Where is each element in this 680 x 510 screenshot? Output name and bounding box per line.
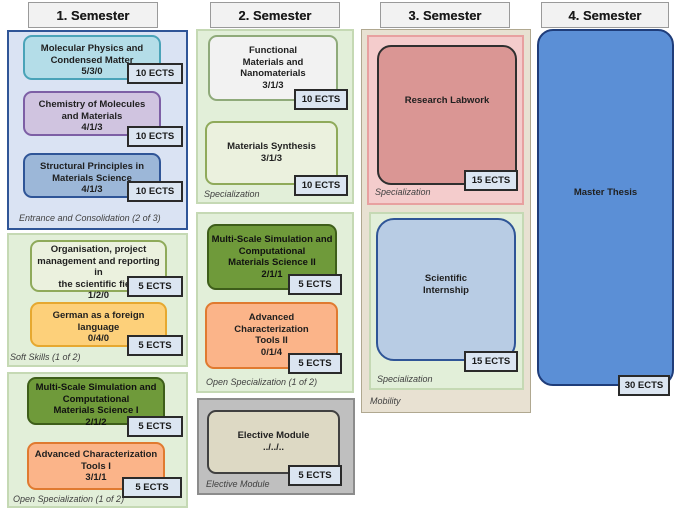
module-title: Master Thesis — [573, 187, 638, 198]
module-title: Advanced Characterization Tools II — [234, 312, 309, 347]
module-title: Research Labwork — [404, 95, 490, 106]
semester-4-header: 4. Semester — [541, 2, 669, 28]
ects-badge: 15 ECTS — [464, 351, 518, 372]
module-hours: 4/1/3 — [81, 184, 103, 196]
module-hours: 3/1/3 — [260, 152, 283, 164]
module-hours: 3/1/1 — [85, 472, 107, 484]
module-title: Scientific Internship — [423, 273, 469, 296]
group-label-specialization-s2: Specialization — [204, 189, 260, 199]
module-title: Functional Materials and Nanomaterials — [240, 45, 306, 80]
module-title: Advanced Characterization Tools I — [34, 449, 158, 472]
semester-1-header: 1. Semester — [28, 2, 158, 28]
group-label-elective: Elective Module — [206, 479, 270, 489]
module-hours: 2/1/2 — [85, 416, 107, 428]
ects-badge: 10 ECTS — [294, 89, 348, 110]
ects-badge: 10 ECTS — [127, 63, 183, 84]
ects-badge: 10 ECTS — [294, 175, 348, 196]
module-multiscale-simulation-1[interactable]: Multi-Scale Simulation and Computational… — [27, 377, 165, 428]
module-molecular-physics[interactable]: Molecular Physics and Condensed Matter 5… — [23, 35, 161, 80]
ects-badge: 15 ECTS — [464, 170, 518, 191]
ects-badge: 5 ECTS — [127, 335, 183, 356]
semester-3-header: 3. Semester — [380, 2, 510, 28]
group-label-open-spec-1: Open Specialization (1 of 2) — [13, 494, 125, 504]
ects-badge: 10 ECTS — [127, 126, 183, 147]
semester-2-header: 2. Semester — [210, 2, 340, 28]
module-functional-materials[interactable]: Functional Materials and Nanomaterials 3… — [208, 35, 338, 101]
module-hours: 0/4/0 — [87, 333, 110, 345]
module-title: German as a foreign language — [52, 310, 145, 333]
ects-badge: 5 ECTS — [288, 274, 342, 295]
ects-badge: 5 ECTS — [127, 276, 183, 297]
module-title: Elective Module — [237, 430, 310, 441]
module-title: Structural Principles in Materials Scien… — [40, 161, 144, 184]
group-label-open-spec-2: Open Specialization (1 of 2) — [206, 377, 318, 387]
group-label-soft-skills: Soft Skills (1 of 2) — [10, 352, 81, 362]
module-materials-synthesis[interactable]: Materials Synthesis 3/1/3 — [205, 121, 338, 185]
ects-badge: 30 ECTS — [618, 375, 670, 396]
ects-badge: 10 ECTS — [127, 181, 183, 202]
group-label-entrance: Entrance and Consolidation (2 of 3) — [19, 213, 161, 223]
module-research-labwork[interactable]: Research Labwork — [377, 45, 517, 185]
module-hours: 5/3/0 — [81, 66, 103, 78]
ects-badge: 5 ECTS — [288, 465, 342, 486]
ects-badge: 5 ECTS — [122, 477, 182, 498]
module-hours: 3/1/3 — [262, 79, 284, 91]
ects-badge: 5 ECTS — [288, 353, 342, 374]
module-scientific-internship[interactable]: Scientific Internship — [376, 218, 516, 361]
module-hours: 0/1/4 — [260, 346, 283, 358]
module-title: Molecular Physics and Condensed Matter — [40, 43, 144, 66]
group-label-specialization-s3-top: Specialization — [375, 187, 431, 197]
module-hours: 4/1/3 — [81, 122, 103, 134]
module-title: Chemistry of Molecules and Materials — [38, 99, 146, 122]
ects-badge: 5 ECTS — [127, 416, 183, 437]
module-title: Multi-Scale Simulation and Computational… — [211, 234, 333, 269]
module-elective[interactable]: Elective Module ../../.. — [207, 410, 340, 474]
module-hours: 1/2/0 — [87, 290, 110, 302]
module-hours: ../../.. — [262, 441, 285, 453]
module-hours: 2/1/1 — [261, 268, 283, 280]
module-title: Materials Synthesis — [227, 141, 316, 152]
group-label-mobility: Mobility — [370, 396, 401, 406]
group-label-specialization-s3-bottom: Specialization — [377, 374, 433, 384]
module-master-thesis[interactable]: Master Thesis — [537, 29, 674, 386]
module-title: Multi-Scale Simulation and Computational… — [35, 382, 157, 417]
